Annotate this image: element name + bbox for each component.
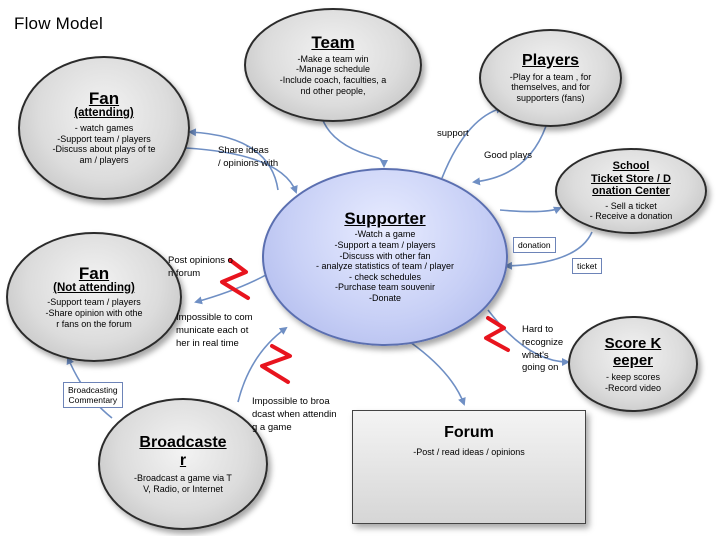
arrow-supporter-to-fan-attending — [188, 128, 279, 191]
label-hard-to-recognize: Hard to recognize what's going on — [522, 324, 564, 374]
node-supporter: Supporter -Watch a game -Support a team … — [262, 168, 508, 346]
break-mark-forum — [220, 258, 250, 300]
node-broadcaster: Broadcaste r -Broadcast a game via T V, … — [98, 398, 268, 530]
node-fan-attending-body: - watch games -Support team / players -D… — [52, 123, 156, 165]
node-score-keeper-body: - keep scores -Record video — [604, 372, 662, 393]
node-fan-not-attending-subtitle: (Not attending) — [53, 281, 135, 294]
node-fan-not-attending: Fan (Not attending) -Support team / play… — [6, 232, 182, 362]
diagram-title: Flow Model — [14, 14, 103, 33]
node-school-body: - Sell a ticket - Receive a donation — [589, 200, 673, 222]
node-fan-attending: Fan (attending) - watch games -Support t… — [18, 56, 190, 200]
node-score-keeper-title: Score K eeper — [604, 334, 662, 369]
node-supporter-body: -Watch a game -Support a team / players … — [315, 229, 455, 304]
label-share-ideas: Share ideas / opinions with — [218, 145, 279, 169]
arrow-team-to-supporter — [321, 117, 388, 168]
arrow-broadcaster-to-supporter — [237, 326, 288, 403]
arrow-supporter-to-forum — [409, 341, 466, 406]
label-good-plays: Good plays — [484, 150, 533, 161]
node-supporter-title: Supporter — [344, 209, 426, 229]
break-mark-broadcast — [260, 344, 292, 384]
node-fan-not-attending-body: -Support team / players -Share opinion w… — [45, 297, 143, 329]
node-school: School Ticket Store / D onation Center -… — [555, 148, 707, 234]
box-ticket: ticket — [572, 258, 602, 275]
node-fan-not-attending-title: Fan — [78, 263, 110, 283]
box-donation: donation — [513, 237, 556, 254]
label-impossible-communicate: Impossible to com municate each ot her i… — [176, 312, 253, 349]
node-team-title: Team — [311, 32, 355, 52]
node-forum-body: -Post / read ideas / opinions — [413, 447, 525, 457]
arrow-school-to-supporter — [504, 231, 593, 270]
label-impossible-broadcast: Impossible to broa dcast when attendin g… — [252, 396, 337, 433]
node-players: Players -Play for a team , for themselve… — [479, 29, 622, 127]
arrow-supporter-to-players — [441, 105, 504, 179]
node-players-body: -Play for a team , for themselves, and f… — [509, 71, 592, 103]
node-broadcaster-body: -Broadcast a game via T V, Radio, or Int… — [134, 473, 232, 494]
node-score-keeper: Score K eeper - keep scores -Record vide… — [568, 316, 698, 412]
node-school-title: School Ticket Store / D onation Center — [591, 159, 671, 198]
node-fan-attending-title: Fan — [88, 89, 120, 109]
node-team-body: -Make a team win -Manage schedule -Inclu… — [279, 53, 387, 96]
node-broadcaster-title: Broadcaste r — [139, 433, 227, 469]
label-post-opinions: Post opinions o n forum — [168, 255, 233, 279]
arrow-supporter-to-score-keeper — [487, 309, 570, 366]
arrow-supporter-to-school — [499, 206, 562, 215]
arrow-fan-attending-to-supporter — [185, 147, 298, 194]
node-team: Team -Make a team win -Manage schedule -… — [244, 8, 422, 122]
arrow-players-to-supporter — [472, 125, 547, 186]
node-fan-attending-subtitle: (attending) — [74, 107, 134, 120]
node-players-title: Players — [522, 51, 579, 69]
break-mark-score — [484, 316, 510, 352]
node-forum-title: Forum — [444, 424, 494, 441]
label-support: support — [437, 128, 469, 139]
box-broadcasting-commentary: Broadcasting Commentary — [63, 382, 123, 409]
node-forum: Forum -Post / read ideas / opinions — [352, 410, 586, 524]
